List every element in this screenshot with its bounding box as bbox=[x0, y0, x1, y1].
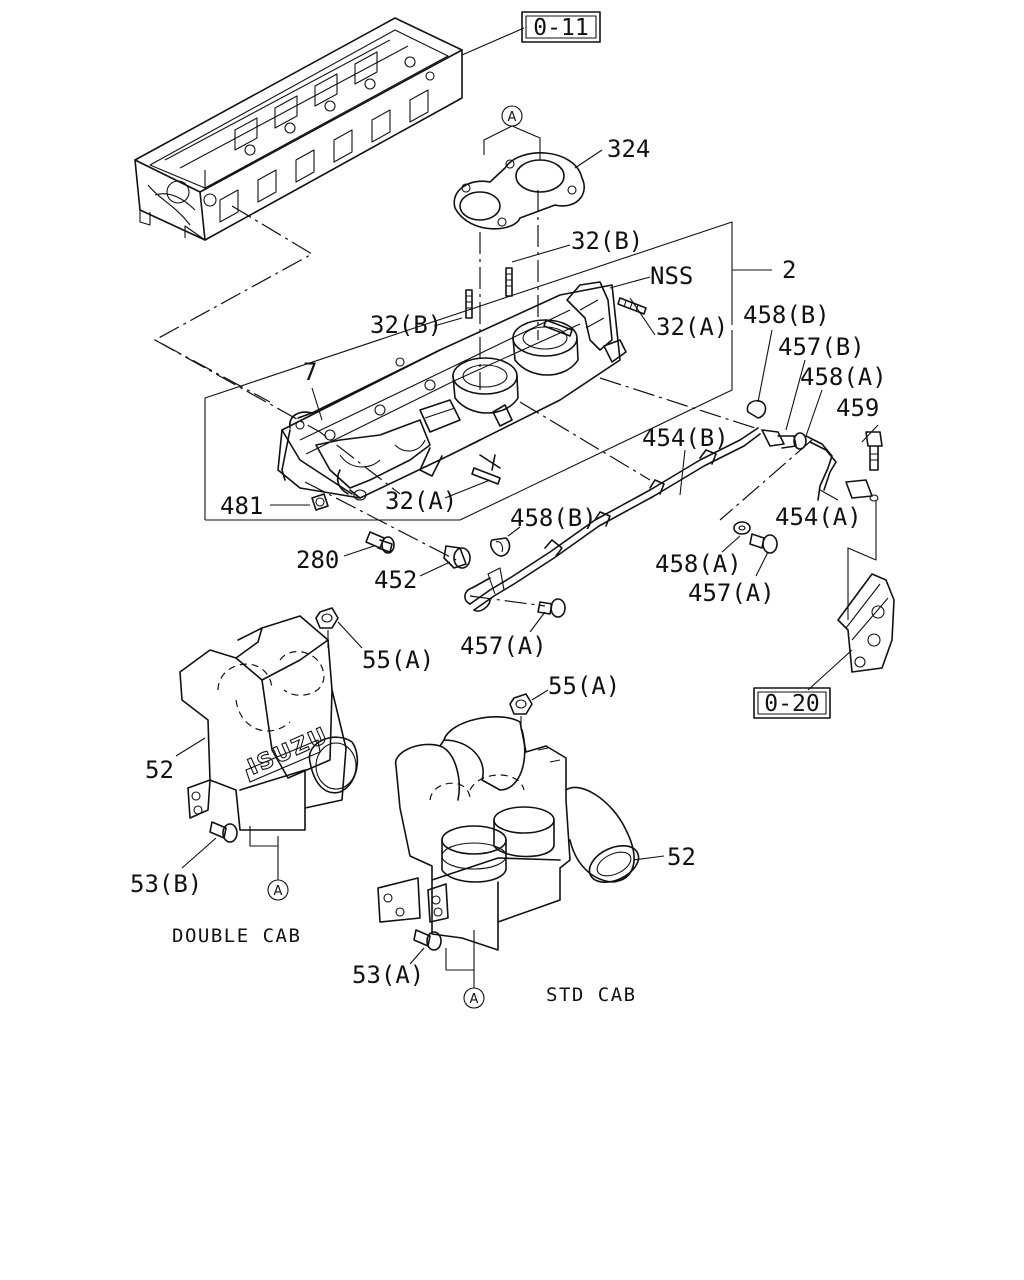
callout-457a-right: 457(A) bbox=[688, 579, 775, 607]
marker-a-top: A bbox=[501, 105, 523, 127]
callout-53b: 53(B) bbox=[130, 870, 202, 898]
marker-a-double-cab: A bbox=[267, 879, 289, 901]
callout-458a-lower: 458(A) bbox=[655, 550, 742, 578]
leader-454b bbox=[679, 449, 686, 496]
leader-marker-a-top bbox=[483, 125, 541, 160]
leader-0-20 bbox=[807, 649, 853, 691]
washer-458a-lower-drawing bbox=[733, 521, 751, 535]
marker-a-top-label: A bbox=[508, 110, 517, 125]
leader-32a-lower bbox=[444, 479, 491, 499]
marker-a-std-cab: A bbox=[463, 987, 485, 1009]
bolt-53b-drawing bbox=[209, 821, 238, 843]
callout-52-std: 52 bbox=[667, 843, 696, 871]
gasket-drawing bbox=[453, 152, 585, 230]
leader-nss bbox=[609, 276, 651, 289]
leader-458a-upper bbox=[805, 389, 823, 437]
callout-280: 280 bbox=[296, 546, 339, 574]
callout-52-double: 52 bbox=[145, 756, 174, 784]
leader-280 bbox=[343, 545, 375, 557]
connector-457b-drawing bbox=[746, 399, 837, 501]
leader-7 bbox=[311, 387, 323, 421]
ref-box-bracket: 0-20 bbox=[753, 687, 831, 719]
callout-454b: 454(B) bbox=[642, 424, 729, 452]
callout-458b-upper: 458(B) bbox=[743, 301, 830, 329]
nut-55a-lower-drawing bbox=[509, 693, 533, 730]
leader-52-std bbox=[633, 855, 665, 861]
callout-458b-lower: 458(B) bbox=[510, 504, 597, 532]
clip-458b-lower-drawing bbox=[489, 537, 511, 557]
leader-53a bbox=[409, 947, 425, 965]
leader-458b-upper bbox=[757, 329, 773, 403]
cover-std-cab-drawing bbox=[377, 716, 640, 951]
leader-452 bbox=[419, 561, 451, 577]
leader-marker-a-std-b bbox=[445, 948, 474, 971]
callout-55a-lower: 55(A) bbox=[548, 672, 620, 700]
assembly-bracket-2b bbox=[205, 330, 733, 521]
leader-457a-right bbox=[755, 551, 769, 577]
sensor-452-drawing bbox=[443, 545, 471, 569]
leader-marker-a-double-b bbox=[249, 826, 278, 847]
leader-457b bbox=[785, 359, 806, 431]
callout-55a-upper: 55(A) bbox=[362, 646, 434, 674]
callout-32b-upper: 32(B) bbox=[571, 227, 643, 255]
bolt-53a-drawing bbox=[413, 929, 442, 951]
marker-a-std-label: A bbox=[470, 992, 479, 1007]
ref-label-0-11: 0-11 bbox=[533, 15, 588, 41]
nut-55a-upper-drawing bbox=[315, 607, 339, 648]
projection-lines bbox=[153, 190, 813, 607]
intake-manifold-drawing bbox=[277, 281, 627, 501]
leader-52-double bbox=[175, 737, 206, 757]
stud-32b-drawing bbox=[465, 267, 513, 319]
leader-32a-right bbox=[629, 297, 656, 336]
leader-55a-lower bbox=[531, 689, 549, 701]
leader-454a bbox=[819, 489, 839, 501]
callout-32b-left: 32(B) bbox=[370, 311, 442, 339]
bolt-459-drawing bbox=[845, 431, 883, 502]
callout-452: 452 bbox=[374, 566, 417, 594]
leader-457a-lower bbox=[529, 611, 546, 633]
cover-double-cab-drawing: ISUZU bbox=[179, 615, 359, 831]
leader-324 bbox=[574, 149, 603, 169]
pipe-454b-drawing bbox=[464, 427, 761, 612]
callout-457b: 457(B) bbox=[778, 333, 865, 361]
callout-32a-lower: 32(A) bbox=[385, 487, 457, 515]
callout-324: 324 bbox=[607, 135, 650, 163]
callout-32a-right: 32(A) bbox=[656, 313, 728, 341]
caption-double-cab: DOUBLE CAB bbox=[172, 925, 301, 947]
callout-53a: 53(A) bbox=[352, 961, 424, 989]
leader-0-11 bbox=[461, 27, 525, 56]
callout-459: 459 bbox=[836, 394, 879, 422]
bolt-457a-right-drawing bbox=[749, 533, 778, 554]
marker-a-double-label: A bbox=[274, 884, 283, 899]
leader-458b-lower bbox=[507, 526, 521, 537]
callout-481: 481 bbox=[220, 492, 263, 520]
leader-53b bbox=[181, 837, 217, 869]
bolt-280-drawing bbox=[365, 531, 395, 554]
callout-7: 7 bbox=[303, 358, 317, 386]
leader-459 bbox=[861, 424, 879, 443]
leader-32b-upper bbox=[511, 244, 571, 263]
ref-label-0-20: 0-20 bbox=[764, 691, 819, 717]
cylinder-head-drawing bbox=[134, 17, 463, 241]
callout-454a: 454(A) bbox=[775, 503, 862, 531]
ref-box-cylinder-head: 0-11 bbox=[521, 11, 601, 43]
leader-458a-lower bbox=[721, 535, 741, 553]
mounting-bracket-drawing bbox=[837, 500, 895, 673]
nut-481-drawing bbox=[311, 493, 329, 511]
callout-457a-lower: 457(A) bbox=[460, 632, 547, 660]
caption-std-cab: STD CAB bbox=[546, 984, 637, 1006]
leader-55a-upper bbox=[337, 621, 363, 649]
bolt-457a-lower-drawing bbox=[537, 598, 566, 618]
assembly-bracket-2 bbox=[204, 221, 733, 520]
callout-nss: NSS bbox=[650, 262, 693, 290]
callout-458a-upper: 458(A) bbox=[800, 363, 887, 391]
callout-2: 2 bbox=[782, 256, 796, 284]
stud-32a-drawing bbox=[471, 297, 647, 485]
leader-32b-left bbox=[433, 317, 463, 327]
